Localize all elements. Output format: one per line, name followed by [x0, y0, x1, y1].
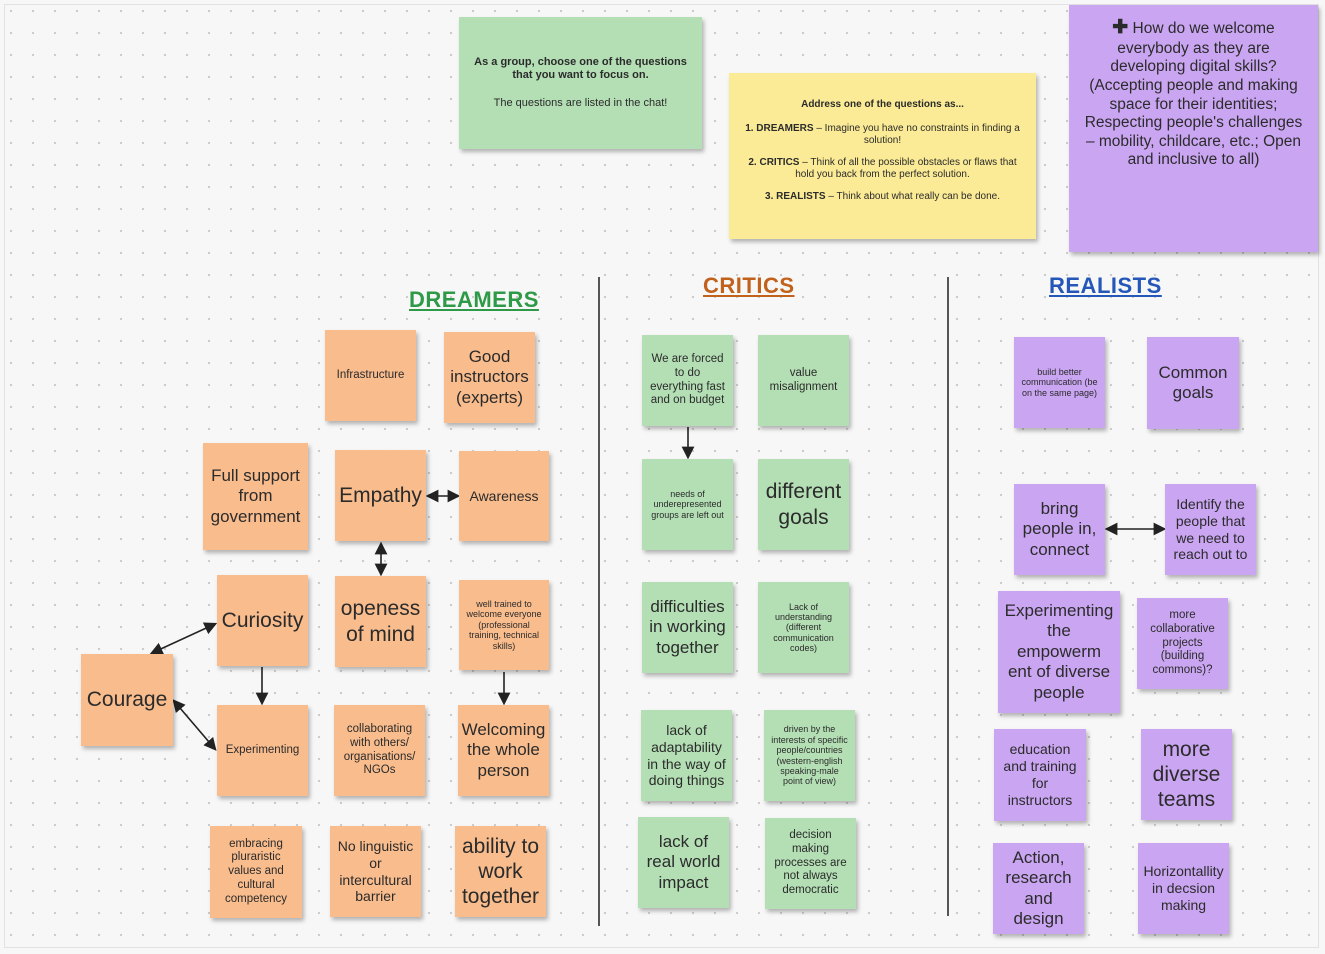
divider-right	[947, 277, 949, 916]
instructions-body: The questions are listed in the chat!	[493, 96, 668, 109]
note-common-goals[interactable]: Common goals	[1147, 337, 1239, 429]
note-welcoming[interactable]: Welcoming the whole person	[458, 705, 549, 796]
note-lack-impact[interactable]: lack of real world impact	[638, 817, 729, 908]
note-empathy[interactable]: Empathy	[335, 450, 426, 541]
note-action[interactable]: Action, research and design	[993, 843, 1084, 934]
note-experimenting[interactable]: Experimenting	[217, 705, 308, 796]
heading-realists: REALISTS	[1049, 273, 1162, 298]
plus-icon: ✚	[1112, 17, 1129, 38]
question-text: How do we welcome everybody as they are …	[1084, 20, 1303, 169]
note-diverse-teams[interactable]: more diverse teams	[1141, 729, 1232, 820]
roles-item-dreamers: 1. DREAMERS – Imagine you have no constr…	[743, 123, 1022, 147]
note-experimenting-empowerment[interactable]: Experimenting the empowerm ent of divers…	[998, 591, 1120, 713]
roles-item-label: 2. CRITICS	[748, 157, 800, 168]
note-well-trained[interactable]: well trained to welcome everyone (profes…	[459, 580, 549, 670]
note-ability[interactable]: ability to work together	[455, 826, 546, 917]
note-openess[interactable]: openess of mind	[335, 576, 426, 667]
note-full-support[interactable]: Full support from government	[203, 443, 308, 550]
instructions-note[interactable]: As a group, choose one of the questions …	[459, 17, 702, 149]
note-awareness[interactable]: Awareness	[459, 451, 549, 541]
note-courage[interactable]: Courage	[81, 654, 173, 746]
question-content: ✚ How do we welcome everybody as they ar…	[1079, 17, 1308, 170]
roles-item-text: – Imagine you have no constraints in fin…	[813, 123, 1020, 146]
whiteboard-frame	[4, 4, 1319, 948]
divider-left	[598, 277, 600, 926]
note-horizontality[interactable]: Horizontallity in decsion making	[1138, 843, 1229, 934]
heading-dreamers: DREAMERS	[409, 287, 539, 312]
note-education[interactable]: education and training for instructors	[994, 729, 1086, 821]
note-communication[interactable]: build better communication (be on the sa…	[1014, 337, 1105, 428]
note-collaborating[interactable]: collaborating with others/ organisations…	[334, 705, 425, 796]
note-forced[interactable]: We are forced to do everything fast and …	[642, 335, 733, 426]
question-note[interactable]: ✚ How do we welcome everybody as they ar…	[1069, 5, 1318, 252]
note-different-goals[interactable]: different goals	[758, 459, 849, 550]
note-lack-understanding[interactable]: Lack of understanding (different communi…	[758, 582, 849, 673]
note-lack-adaptability[interactable]: lack of adaptability in the way of doing…	[641, 710, 732, 801]
roles-item-realists: 3. REALISTS – Think about what really ca…	[765, 191, 1000, 203]
instructions-title: As a group, choose one of the questions …	[474, 56, 687, 82]
note-no-barrier[interactable]: No linguistic or intercultural barrier	[330, 826, 421, 917]
note-difficulties[interactable]: difficulties in working together	[642, 582, 733, 673]
heading-critics: CRITICS	[703, 273, 795, 298]
note-infrastructure[interactable]: Infrastructure	[325, 330, 416, 421]
note-decision-making[interactable]: decision making processes are not always…	[765, 818, 856, 909]
note-good-instructors[interactable]: Good instructors (experts)	[444, 332, 535, 423]
roles-title: Address one of the questions as...	[801, 99, 964, 110]
roles-item-critics: 2. CRITICS – Think of all the possible o…	[743, 157, 1022, 181]
note-embracing[interactable]: embracing pluraristic values and cultura…	[210, 826, 302, 918]
roles-item-label: 1. DREAMERS	[745, 123, 814, 134]
roles-item-text: – Think of all the possible obstacles or…	[795, 157, 1017, 180]
note-bring-people[interactable]: bring people in, connect	[1014, 484, 1105, 575]
note-identify[interactable]: Identify the people that we need to reac…	[1165, 484, 1256, 575]
note-needs-left-out[interactable]: needs of underepresented groups are left…	[642, 459, 733, 550]
note-value-misalignment[interactable]: value misalignment	[758, 335, 849, 426]
note-more-collaborative[interactable]: more collaborative projects (building co…	[1137, 598, 1228, 689]
roles-note[interactable]: Address one of the questions as... 1. DR…	[729, 73, 1036, 239]
roles-item-label: 3. REALISTS	[765, 191, 826, 202]
note-driven-by[interactable]: driven by the interests of specific peop…	[764, 710, 855, 801]
note-curiosity[interactable]: Curiosity	[217, 575, 308, 666]
roles-item-text: – Think about what really can be done.	[825, 191, 1000, 202]
